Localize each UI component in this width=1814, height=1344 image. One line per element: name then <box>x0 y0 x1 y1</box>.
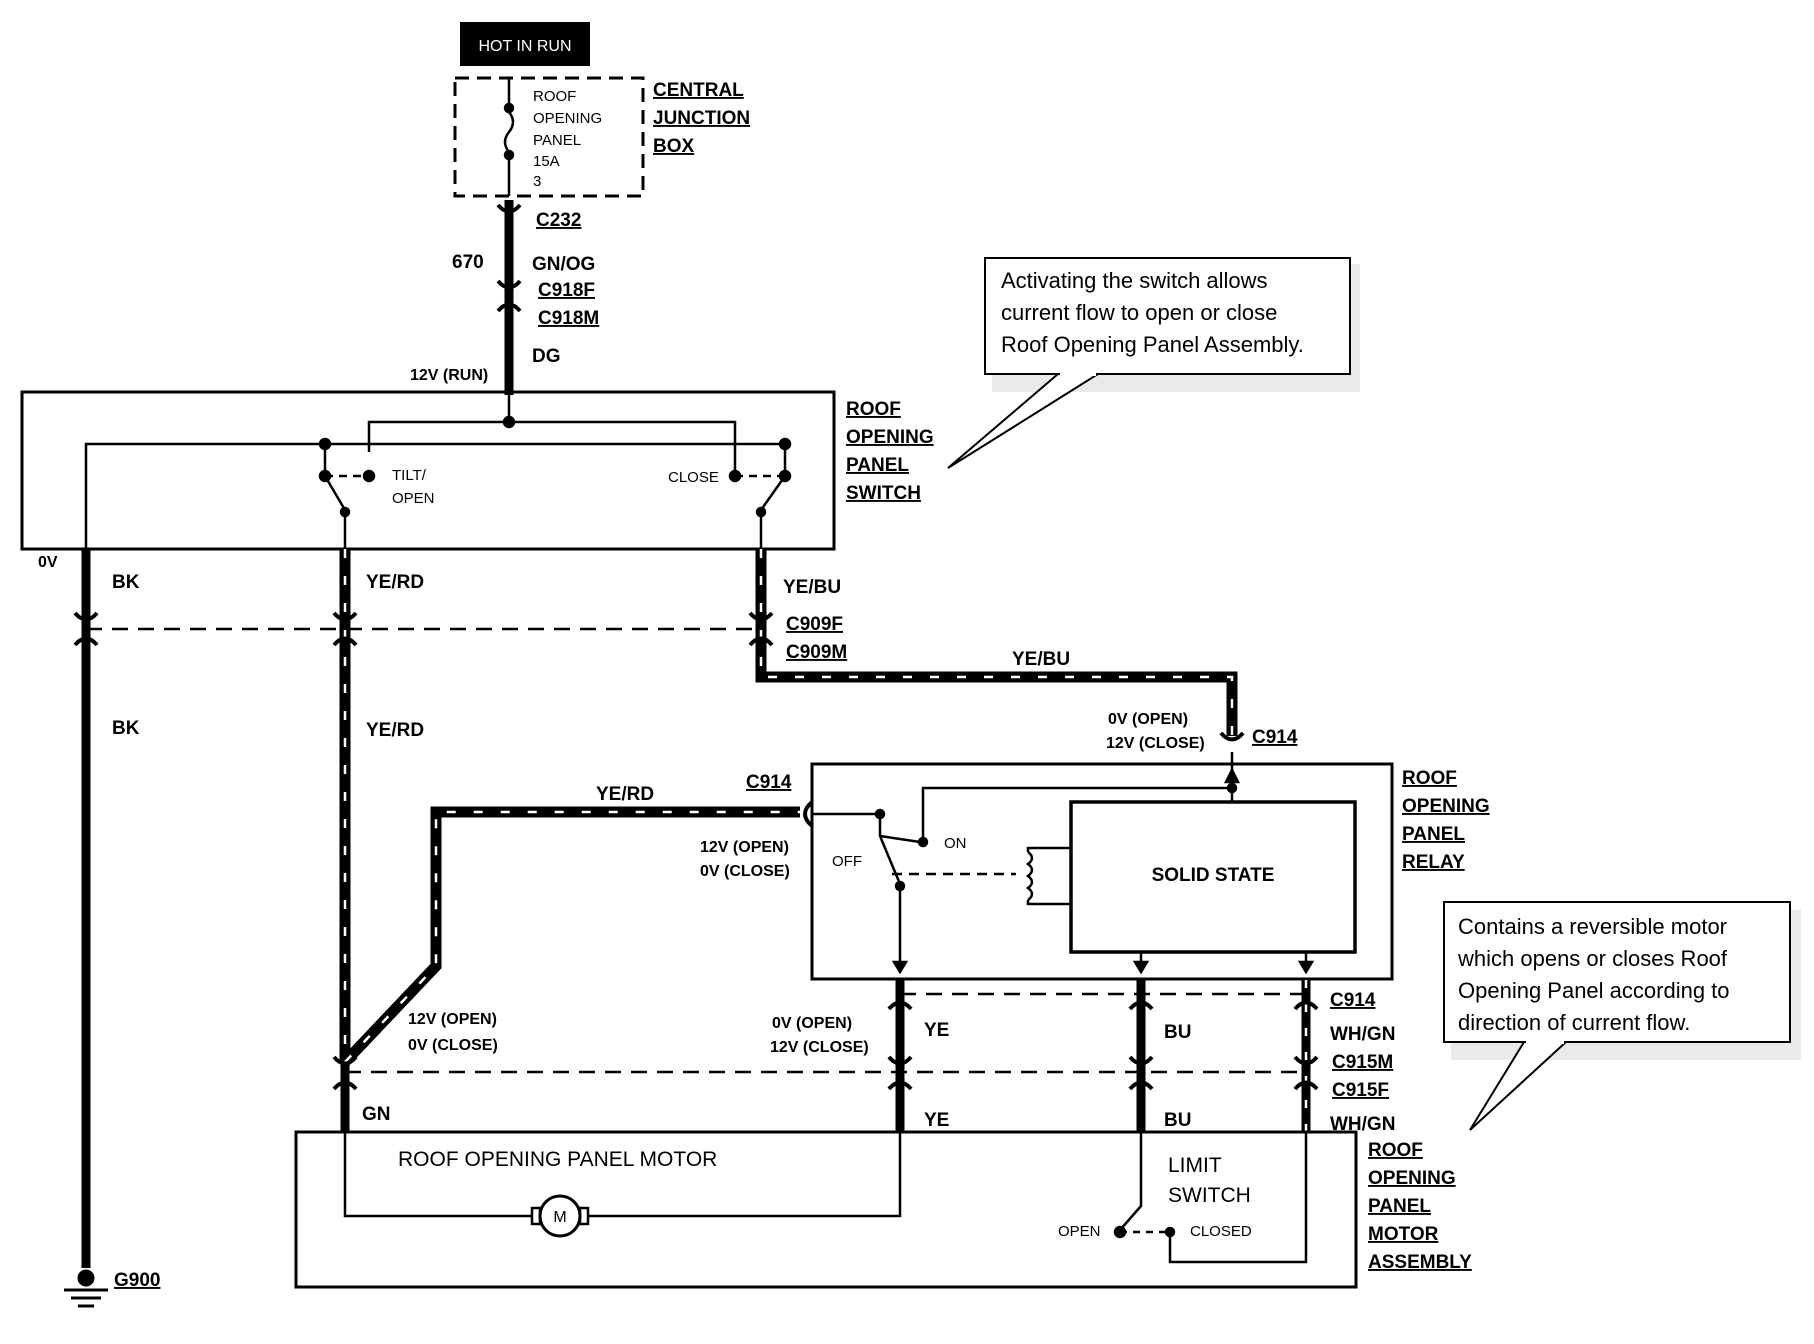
connector-c914-top: C914 <box>1252 727 1298 748</box>
bu-label-lower: BU <box>1164 1110 1191 1131</box>
relay-title-2: OPENING <box>1402 796 1490 817</box>
fuse-symbol <box>503 78 515 196</box>
switch-internal-wiring <box>84 392 792 549</box>
bk-label-lower: BK <box>112 718 140 739</box>
limit-switch-open: OPEN <box>1058 1223 1101 1240</box>
hot-in-run-label: HOT IN RUN <box>478 38 571 55</box>
ye-rd-label-relay: YE/RD <box>596 784 654 805</box>
wh-gn-label-upper: WH/GN <box>1330 1024 1395 1045</box>
fuse-label-5: 3 <box>533 173 541 190</box>
relay-off-label: OFF <box>832 853 862 870</box>
relay-output-open: 12V (OPEN) <box>700 839 789 856</box>
roof-opening-panel-switch-box <box>20 390 836 551</box>
motor-title-3: PANEL <box>1368 1196 1431 1217</box>
relay-output-close: 0V (CLOSE) <box>700 863 790 880</box>
motor-m-label: M <box>553 1209 566 1226</box>
ye-rd-label-upper: YE/RD <box>366 572 424 593</box>
switch-title-4: SWITCH <box>846 483 921 504</box>
motor-title-4: MOTOR <box>1368 1224 1439 1245</box>
close-label: CLOSE <box>668 469 719 486</box>
ground-symbol <box>64 1269 108 1308</box>
note-switch-line-2: current flow to open or close <box>1001 300 1277 325</box>
bu-label-upper: BU <box>1164 1022 1191 1043</box>
wh-gn-label-lower: WH/GN <box>1330 1114 1395 1135</box>
tilt-open-label-1: TILT/ <box>392 467 427 484</box>
connector-c914-right: C914 <box>1330 990 1376 1011</box>
note-switch-line-3: Roof Opening Panel Assembly. <box>1001 332 1304 357</box>
switch-title-1: ROOF <box>846 399 901 420</box>
wire-color-gn-og: GN/OG <box>532 254 595 275</box>
roof-opening-panel-relay-box <box>810 762 1394 981</box>
ye-rd-wire-relay <box>341 806 800 1066</box>
fuse-label-1: ROOF <box>533 88 576 105</box>
connector-c909f: C909F <box>786 614 843 635</box>
fuse-label-3: PANEL <box>533 132 581 149</box>
relay-input-open: 0V (OPEN) <box>1108 711 1188 728</box>
connector-c918m: C918M <box>538 308 599 329</box>
motor-title-2: OPENING <box>1368 1168 1456 1189</box>
tilt-open-label-2: OPEN <box>392 490 435 507</box>
switch-title-3: PANEL <box>846 455 909 476</box>
relay-on-label: ON <box>944 835 967 852</box>
ye-voltage-open: 0V (OPEN) <box>772 1015 852 1032</box>
gn-voltage-open: 12V (OPEN) <box>408 1011 497 1028</box>
relay-title-3: PANEL <box>1402 824 1465 845</box>
motor-title-5: ASSEMBLY <box>1368 1252 1472 1273</box>
ye-label-lower: YE <box>924 1110 949 1131</box>
ye-bu-label-upper: YE/BU <box>783 577 841 598</box>
gn-voltage-close: 0V (CLOSE) <box>408 1037 498 1054</box>
motor-internal-wiring <box>343 1132 1308 1264</box>
ground-g900: G900 <box>114 1270 160 1291</box>
junction-box-title-3: BOX <box>653 136 695 157</box>
note-switch-line-1: Activating the switch allows <box>1001 268 1268 293</box>
motor-name-label: ROOF OPENING PANEL MOTOR <box>398 1148 717 1171</box>
circuit-670: 670 <box>452 252 484 273</box>
junction-box-title-2: JUNCTION <box>653 108 750 129</box>
note-motor-line-4: direction of current flow. <box>1458 1010 1690 1035</box>
motor-title-1: ROOF <box>1368 1140 1423 1161</box>
central-junction-box <box>453 76 645 198</box>
connector-c915f: C915F <box>1332 1080 1389 1101</box>
connector-c918f: C918F <box>538 280 595 301</box>
ye-label-upper: YE <box>924 1020 949 1041</box>
note-switch-callout <box>947 257 1360 469</box>
ye-rd-label-lower: YE/RD <box>366 720 424 741</box>
solid-state-module <box>1069 800 1357 954</box>
hot-in-run-badge <box>460 22 590 66</box>
connector-c915m: C915M <box>1332 1052 1393 1073</box>
note-motor-callout <box>1443 901 1801 1131</box>
fuse-label-2: OPENING <box>533 110 602 127</box>
relay-title-4: RELAY <box>1402 852 1465 873</box>
relay-input-close: 12V (CLOSE) <box>1106 735 1205 752</box>
note-motor-line-1: Contains a reversible motor <box>1458 914 1727 939</box>
connector-c914-left: C914 <box>746 772 792 793</box>
roof-opening-panel-motor-assembly-box <box>294 1130 1358 1289</box>
limit-switch-closed: CLOSED <box>1190 1223 1252 1240</box>
bk-label-upper: BK <box>112 572 140 593</box>
ground-voltage-0v: 0V <box>38 554 58 571</box>
limit-switch-label-2: SWITCH <box>1168 1184 1251 1207</box>
junction-box-title-1: CENTRAL <box>653 80 744 101</box>
wire-color-dg: DG <box>532 346 561 367</box>
ye-voltage-close: 12V (CLOSE) <box>770 1039 869 1056</box>
ye-bu-wire-stripe <box>759 549 1234 736</box>
relay-title-1: ROOF <box>1402 768 1457 789</box>
fuse-label-4: 15A <box>533 153 560 170</box>
note-motor-line-2: which opens or closes Roof <box>1457 946 1728 971</box>
voltage-12v-run: 12V (RUN) <box>410 367 488 384</box>
connector-c232: C232 <box>536 210 581 231</box>
gn-label: GN <box>362 1104 391 1125</box>
relay-internal-wiring <box>812 752 1315 975</box>
limit-switch-label-1: LIMIT <box>1168 1154 1222 1177</box>
note-motor-line-3: Opening Panel according to <box>1458 978 1730 1003</box>
motor-symbol: M <box>538 1194 582 1238</box>
solid-state-label: SOLID STATE <box>1152 865 1275 886</box>
connector-c909m: C909M <box>786 642 847 663</box>
switch-title-2: OPENING <box>846 427 934 448</box>
ye-bu-label-run: YE/BU <box>1012 649 1070 670</box>
